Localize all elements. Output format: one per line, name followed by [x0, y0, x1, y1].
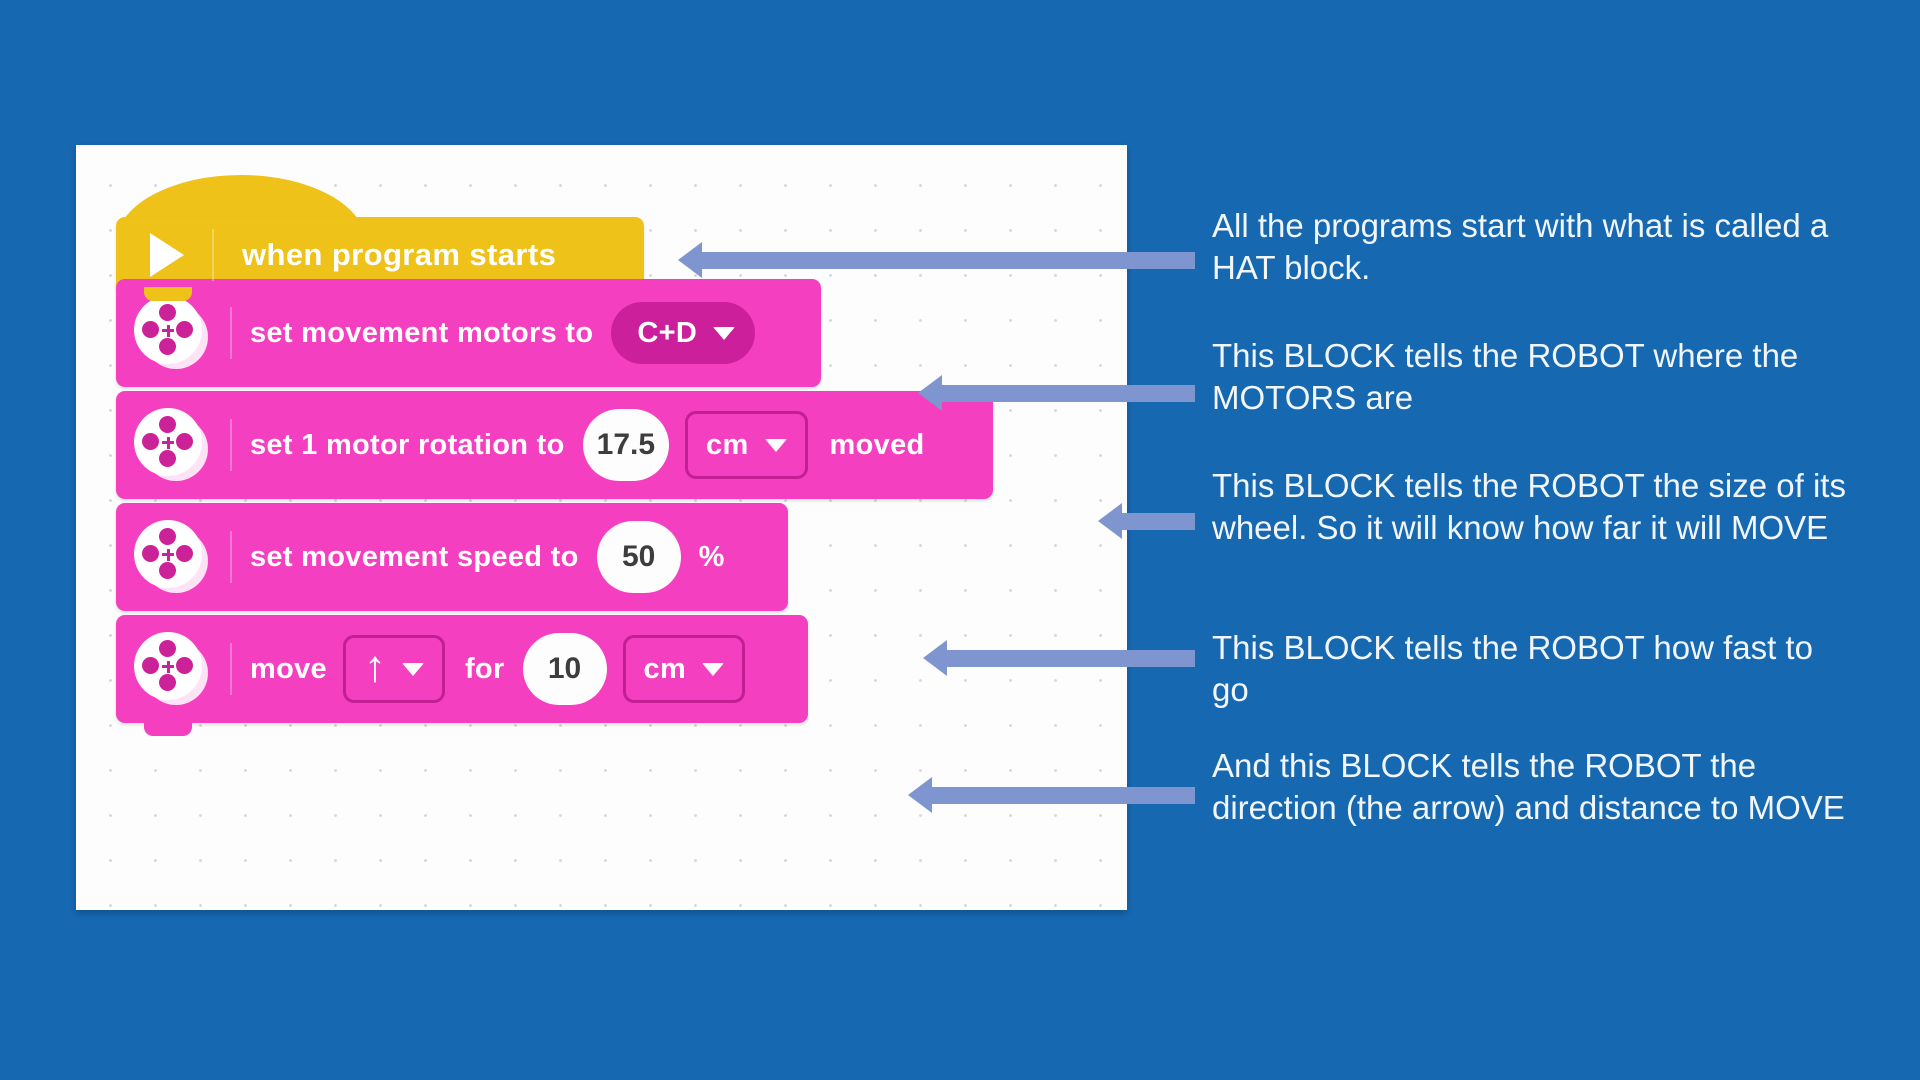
block-label: move	[250, 652, 327, 685]
motor-wheel-icon	[134, 632, 208, 706]
chevron-down-icon	[702, 662, 725, 676]
annotation-arrow-motors	[918, 375, 1195, 411]
block-trailing-label: moved	[829, 428, 925, 461]
block-set-motor-rotation[interactable]: set 1 motor rotation to 17.5 cm moved	[116, 391, 993, 499]
motor-wheel-icon	[134, 296, 208, 370]
distance-unit-dropdown[interactable]: cm	[622, 635, 746, 703]
rotation-unit-value: cm	[706, 428, 749, 461]
motors-dropdown-value: C+D	[637, 316, 698, 349]
block-label: set movement motors to	[250, 316, 594, 349]
program-canvas[interactable]: when program starts set movement motors …	[76, 145, 1127, 910]
annotation-text-move: And this BLOCK tells the ROBOT the direc…	[1212, 747, 1845, 827]
block-divider	[230, 307, 232, 359]
rotation-unit-dropdown[interactable]: cm	[685, 411, 808, 479]
speed-value-input[interactable]: 50	[596, 521, 681, 593]
chevron-down-icon	[401, 662, 424, 676]
motor-wheel-icon	[134, 408, 208, 482]
chevron-down-icon	[713, 326, 736, 340]
play-icon	[150, 233, 184, 277]
script-stack: when program starts set movement motors …	[116, 175, 993, 736]
annotation-arrow-speed	[923, 640, 1195, 676]
distance-value-input[interactable]: 10	[522, 633, 607, 705]
hat-block-label: when program starts	[242, 237, 557, 272]
for-label: for	[464, 652, 505, 685]
annotation-arrow-move	[908, 777, 1195, 813]
speed-unit-label: %	[698, 540, 725, 573]
hat-bottom-connector	[144, 287, 192, 301]
block-move[interactable]: move ↑ for 10 cm	[116, 615, 808, 736]
block-label: set movement speed to	[250, 540, 579, 573]
block-set-movement-speed[interactable]: set movement speed to 50 %	[116, 503, 788, 611]
up-arrow-icon: ↑	[363, 642, 386, 691]
annotation-arrow-hat	[678, 242, 1195, 278]
block-label: set 1 motor rotation to	[250, 428, 565, 461]
block-when-program-starts[interactable]: when program starts	[116, 175, 644, 301]
annotation-arrow-wheel	[1098, 503, 1195, 539]
chevron-down-icon	[764, 438, 787, 452]
motors-dropdown[interactable]: C+D	[611, 302, 756, 364]
annotation-text-hat: All the programs start with what is call…	[1212, 207, 1829, 287]
rotation-value-input[interactable]: 17.5	[582, 409, 670, 481]
motor-wheel-icon	[134, 520, 208, 594]
block-divider	[230, 643, 232, 695]
annotation-text-motors: This BLOCK tells the ROBOT where the MOT…	[1212, 337, 1799, 417]
annotation-text-wheel: This BLOCK tells the ROBOT the size of i…	[1212, 467, 1846, 547]
distance-unit-value: cm	[643, 652, 687, 685]
block-divider	[212, 229, 214, 281]
annotation-text-speed: This BLOCK tells the ROBOT how fast to g…	[1212, 629, 1813, 709]
direction-dropdown[interactable]: ↑	[342, 635, 445, 703]
block-set-movement-motors[interactable]: set movement motors to C+D	[116, 279, 821, 387]
block-divider	[230, 419, 232, 471]
block-divider	[230, 531, 232, 583]
